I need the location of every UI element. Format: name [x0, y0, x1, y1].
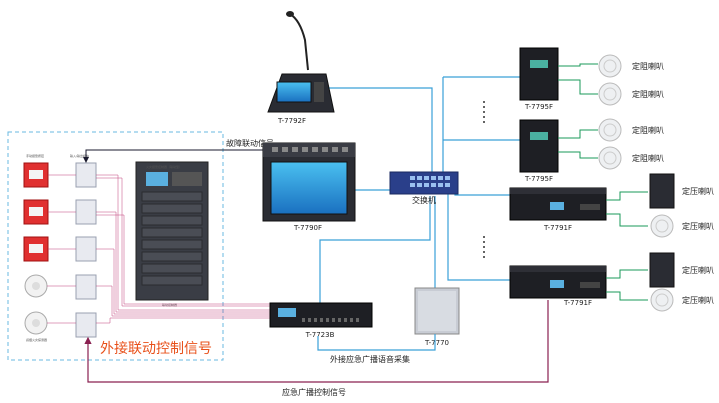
fire-alarm-zone: [7, 131, 224, 361]
t7723b-unit: T-7723B: [269, 302, 373, 339]
speaker-label-r3: 定阻喇叭: [632, 125, 664, 135]
network-switch: 交换机: [389, 171, 459, 205]
speaker-label-v4: 定压喇叭: [682, 295, 714, 305]
svg-text:火灾报警控制器（联动型）: 火灾报警控制器（联动型）: [146, 164, 182, 169]
fire-controller-cabinet: 火灾报警控制器（联动型） 联动控制器: [135, 161, 209, 307]
t7791f-unit-1: T-7791F: [509, 187, 607, 232]
t7792f-label: T-7792F: [277, 117, 306, 125]
speaker-label-v3: 定压喇叭: [682, 265, 714, 275]
t7723b-label: T-7723B: [305, 331, 335, 339]
network-lines: [319, 76, 520, 305]
wall-speakers: [649, 173, 675, 312]
t7770-unit: T-7770: [414, 287, 460, 347]
t7791f-label-2: T-7791F: [563, 299, 592, 307]
t7790f-console: T-7790F: [262, 142, 356, 232]
t7770-label: T-7770: [424, 339, 449, 347]
external-control-label: 外接联动控制信号: [100, 340, 212, 357]
svg-text:输入/输出模块: 输入/输出模块: [70, 153, 89, 158]
t7795f-unit-2: T-7795F: [519, 119, 559, 183]
ceiling-speakers: [598, 54, 622, 170]
speaker-lines: [558, 63, 648, 301]
svg-text:联动控制器: 联动控制器: [162, 302, 177, 307]
fire-alarm-devices: 手动报警按钮 感烟火灾探测器: [23, 153, 49, 342]
emergency-control-label: 应急广播控制信号: [282, 387, 346, 397]
speaker-label-v1: 定压喇叭: [682, 186, 714, 196]
fault-signal-line: [83, 149, 263, 163]
speaker-label-r1: 定阻喇叭: [632, 61, 664, 71]
svg-text:手动报警按钮: 手动报警按钮: [26, 153, 44, 158]
io-modules: 输入/输出模块: [70, 153, 97, 338]
t7795f-unit-1: T-7795F: [519, 47, 559, 111]
speaker-label-v2: 定压喇叭: [682, 221, 714, 231]
t7795f-label-1: T-7795F: [524, 103, 553, 111]
t7791f-label-1: T-7791F: [543, 224, 572, 232]
emergency-control-line: [84, 300, 549, 383]
fault-signal-label: 故障联动信号: [226, 138, 274, 148]
continuation-dots: [483, 101, 485, 258]
t7790f-label: T-7790F: [293, 224, 322, 232]
speaker-label-r4: 定阻喇叭: [632, 153, 664, 163]
switch-label: 交换机: [412, 195, 436, 205]
speaker-label-r2: 定阻喇叭: [632, 89, 664, 99]
external-audio-label: 外接应急广播语音采集: [330, 354, 410, 364]
svg-text:感烟火灾探测器: 感烟火灾探测器: [26, 337, 47, 342]
t7792f-mic-console: T-7792F: [267, 11, 335, 125]
external-audio-line: [317, 334, 436, 351]
t7791f-unit-2: T-7791F: [509, 265, 607, 307]
t7795f-label-2: T-7795F: [524, 175, 553, 183]
